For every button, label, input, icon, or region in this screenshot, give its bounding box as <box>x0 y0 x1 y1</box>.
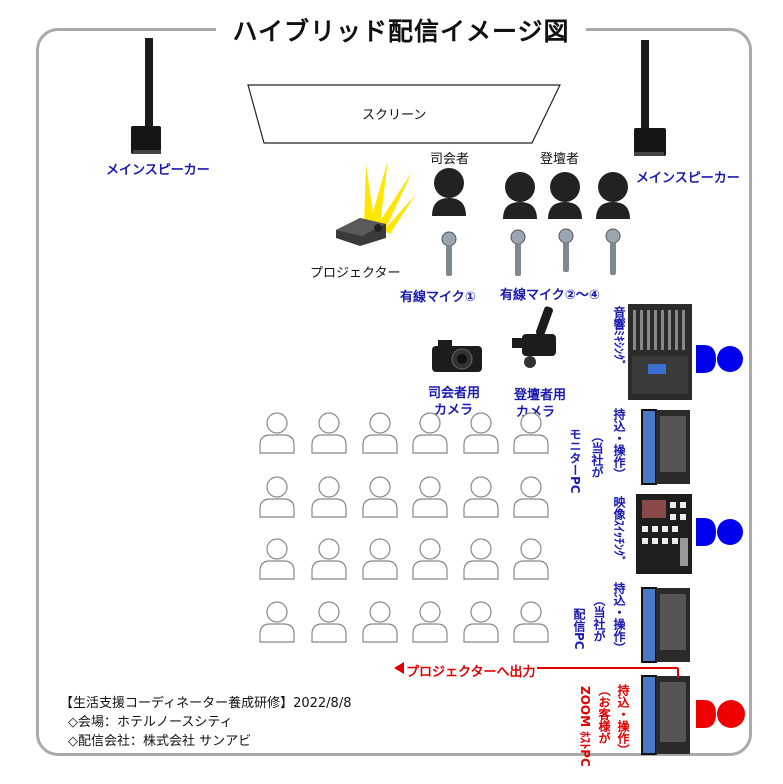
zoom-operator-icon <box>696 700 745 728</box>
speaker-left-icon <box>131 38 161 154</box>
audio-operator-icon <box>696 345 743 373</box>
zoom-pc-label-2: （お客様が <box>597 684 611 744</box>
video-operator-icon <box>696 518 743 546</box>
audience-seat-1-0 <box>259 476 295 518</box>
footer-info: 【生活支援コーディネーター養成研修】2022/8/8 ◇会場：ホテルノースシティ… <box>60 694 351 751</box>
speaker-left-label: メインスピーカー <box>106 163 210 178</box>
video-switcher-icon <box>636 494 692 574</box>
panelist-2-person-icon <box>548 172 582 219</box>
audience-seat-2-3 <box>412 538 448 580</box>
monitor-pc-label-1: モニターPC <box>568 428 582 494</box>
stream-pc-label-1: 配信PC <box>572 608 586 650</box>
audience-seat-2-0 <box>259 538 295 580</box>
audience-seat-3-1 <box>311 601 347 643</box>
panelist-1-person-icon <box>503 172 537 219</box>
audience-seat-3-0 <box>259 601 295 643</box>
audience-seat-3-2 <box>362 601 398 643</box>
stream-pc-label-2: （当社が <box>592 594 606 642</box>
monitor-pc-label-2: （当社が <box>590 430 604 478</box>
projector-label: プロジェクター <box>310 266 401 281</box>
mc-camera-icon <box>432 340 482 372</box>
projector-output-label: プロジェクターへ出力 <box>404 661 538 680</box>
audience-seat-0-3 <box>412 412 448 454</box>
stream-pc-icon <box>641 587 690 663</box>
audio-mixing-label: 音響ﾐｷｼﾝｸﾞ <box>612 306 626 367</box>
audience-seat-0-4 <box>463 412 499 454</box>
page-title: ハイブリッド配信イメージ図 <box>216 12 586 52</box>
video-switching-label: 映像ｽｲｯﾁﾝｸﾞ <box>612 496 626 563</box>
audience-seat-2-4 <box>463 538 499 580</box>
audience-seat-0-1 <box>311 412 347 454</box>
audience-seat-2-5 <box>513 538 549 580</box>
monitor-pc-icon <box>641 409 690 485</box>
panelist-3-person-icon <box>596 172 630 219</box>
audience-seat-1-5 <box>513 476 549 518</box>
mic-1-icon <box>441 231 457 276</box>
audience-seat-3-5 <box>513 601 549 643</box>
zoom-pc-label-1: ZOOM ﾎｽﾄPC <box>578 686 592 767</box>
audience-seat-3-3 <box>412 601 448 643</box>
speaker-right-label: メインスピーカー <box>636 171 740 186</box>
footer-line-2: ◇会場：ホテルノースシティ <box>68 715 233 730</box>
monitor-pc-label-3: 持込・操作） <box>612 408 626 480</box>
mc-label: 司会者 <box>430 152 470 167</box>
speaker-right-icon <box>634 40 666 156</box>
camera-mc-label-2: カメラ <box>434 403 474 418</box>
mic-3-icon <box>558 228 574 272</box>
audience-seat-1-4 <box>463 476 499 518</box>
audience-seat-0-2 <box>362 412 398 454</box>
audience-seat-1-3 <box>412 476 448 518</box>
audience-seat-1-1 <box>311 476 347 518</box>
audience-seat-2-1 <box>311 538 347 580</box>
panel-label: 登壇者 <box>540 152 580 167</box>
screen-label: スクリーン <box>362 108 427 123</box>
camera-panel-label-1: 登壇者用 <box>514 388 567 403</box>
stream-pc-label-3: 持込・操作） <box>612 582 626 654</box>
mic-2-icon <box>510 229 526 276</box>
panel-camera-icon <box>512 306 556 368</box>
zoom-pc-label-3: 持込・操作） <box>616 684 630 756</box>
footer-line-1: 【生活支援コーディネーター養成研修】2022/8/8 <box>60 696 352 711</box>
mc-person-icon <box>432 168 466 216</box>
audience-seat-0-0 <box>259 412 295 454</box>
audio-mixer-icon <box>628 304 692 400</box>
audience-seat-2-2 <box>362 538 398 580</box>
audience-seat-1-2 <box>362 476 398 518</box>
projector-icon <box>336 160 416 246</box>
mic-4-icon <box>605 228 621 275</box>
camera-mc-label-1: 司会者用 <box>428 386 481 401</box>
mic-mc-label: 有線マイク① <box>400 290 476 305</box>
audience-seat-0-5 <box>513 412 549 454</box>
footer-line-3: ◇配信会社：株式会社 サンアビ <box>68 734 252 749</box>
mic-panel-label: 有線マイク②～④ <box>500 288 600 303</box>
zoom-pc-icon <box>641 675 690 755</box>
audience-seat-3-4 <box>463 601 499 643</box>
